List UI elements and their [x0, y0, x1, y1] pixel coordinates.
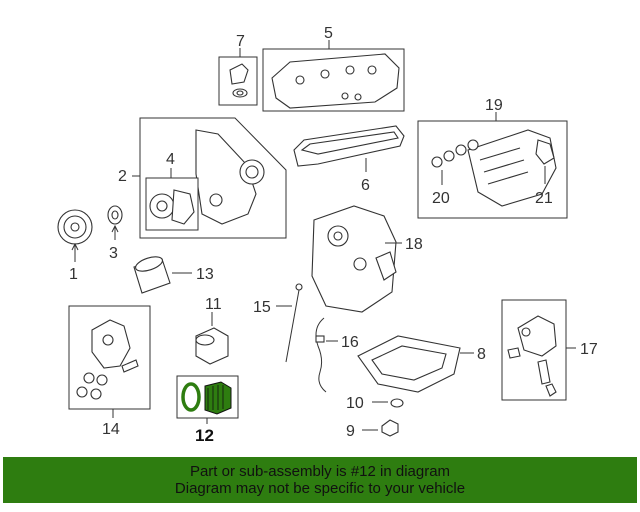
part-16-dipstick-tube[interactable]: [315, 317, 338, 393]
callout-7[interactable]: 7: [236, 33, 245, 50]
part-17-assembly[interactable]: [501, 299, 576, 401]
part-4-water-pump[interactable]: [145, 168, 199, 231]
part-19-intake-manifold[interactable]: [417, 112, 568, 219]
part-14-oil-pump[interactable]: [68, 305, 151, 418]
callout-18[interactable]: 18: [405, 236, 423, 253]
part-10-drain-plug-gasket[interactable]: [372, 398, 404, 408]
callout-21[interactable]: 21: [535, 190, 553, 207]
part-info-banner: Part or sub-assembly is #12 in diagram D…: [3, 457, 637, 503]
callout-14[interactable]: 14: [102, 421, 120, 438]
callout-10[interactable]: 10: [346, 395, 364, 412]
callout-11[interactable]: 11: [205, 296, 222, 313]
banner-line-2: Diagram may not be specific to your vehi…: [174, 480, 466, 497]
part-9-drain-plug[interactable]: [362, 419, 399, 437]
callout-8[interactable]: 8: [477, 346, 486, 363]
callout-12[interactable]: 12: [195, 426, 214, 445]
callout-16[interactable]: 16: [341, 334, 359, 351]
callout-3[interactable]: 3: [109, 245, 118, 262]
callout-1[interactable]: 1: [69, 266, 78, 283]
part-11-filter-housing[interactable]: [195, 312, 229, 365]
callout-13[interactable]: 13: [196, 266, 214, 283]
callout-17[interactable]: 17: [580, 341, 598, 358]
callout-19[interactable]: 19: [485, 97, 503, 114]
part-13-oil-filter[interactable]: [133, 254, 192, 294]
callout-15[interactable]: 15: [253, 299, 271, 316]
part-15-oil-dipstick[interactable]: [276, 283, 303, 363]
part-21-manifold-bracket[interactable]: [535, 139, 555, 184]
callout-4[interactable]: 4: [166, 151, 175, 168]
part-8-oil-pan[interactable]: [357, 335, 474, 393]
callout-6[interactable]: 6: [361, 177, 370, 194]
part-18-cylinder-block[interactable]: [311, 205, 402, 313]
callout-2[interactable]: 2: [118, 168, 127, 185]
part-6-valve-cover-gasket[interactable]: [293, 125, 405, 172]
callout-20[interactable]: 20: [432, 190, 450, 207]
part-1-crank-pulley[interactable]: [57, 209, 93, 262]
callout-5[interactable]: 5: [324, 25, 333, 42]
part-12-oil-filter-element[interactable]: [176, 375, 239, 424]
part-7-oil-filler-cap[interactable]: [218, 48, 258, 106]
part-3-oil-seal[interactable]: [107, 205, 123, 240]
callout-9[interactable]: 9: [346, 423, 355, 440]
banner-line-1: Part or sub-assembly is #12 in diagram: [189, 463, 451, 480]
part-5-valve-cover[interactable]: [262, 40, 405, 112]
parts-diagram: 7 5 2 4 1: [57, 25, 598, 445]
